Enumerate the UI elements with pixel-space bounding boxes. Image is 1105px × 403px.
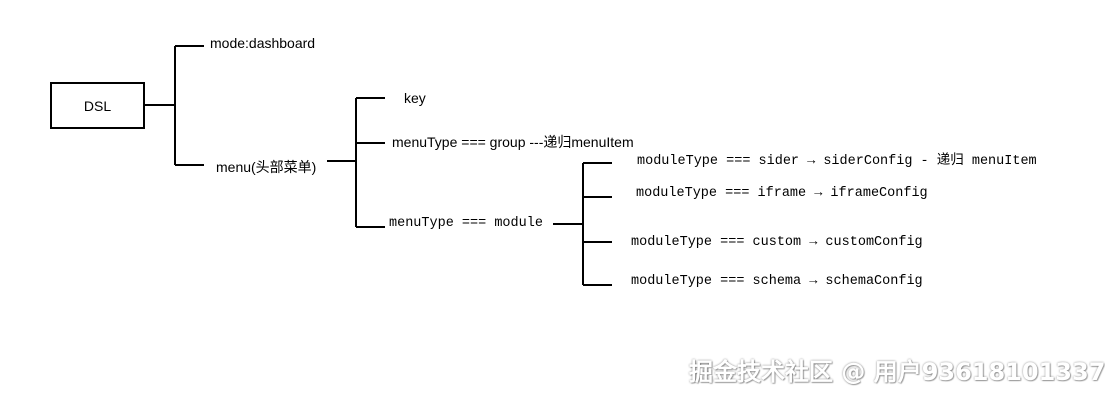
root-node: DSL	[50, 82, 145, 129]
node-menu: menu(头部菜单)	[216, 159, 317, 175]
root-node-label: DSL	[83, 97, 112, 114]
node-module-iframe: moduleType === iframe → iframeConfig	[636, 186, 928, 201]
node-module-custom: moduleType === custom → customConfig	[631, 235, 923, 250]
node-key: key	[404, 90, 426, 106]
node-mode: mode:dashboard	[210, 35, 316, 51]
node-menu-type-module: menuType === module	[389, 216, 543, 231]
watermark: 掘金技术社区 @ 用户93618101337	[689, 358, 1105, 386]
node-module-schema: moduleType === schema → schemaConfig	[631, 274, 923, 289]
node-menu-type-group: menuType === group ---递归menuItem	[392, 134, 634, 150]
node-module-sider: moduleType === sider → siderConfig - 递归 …	[637, 154, 1037, 169]
